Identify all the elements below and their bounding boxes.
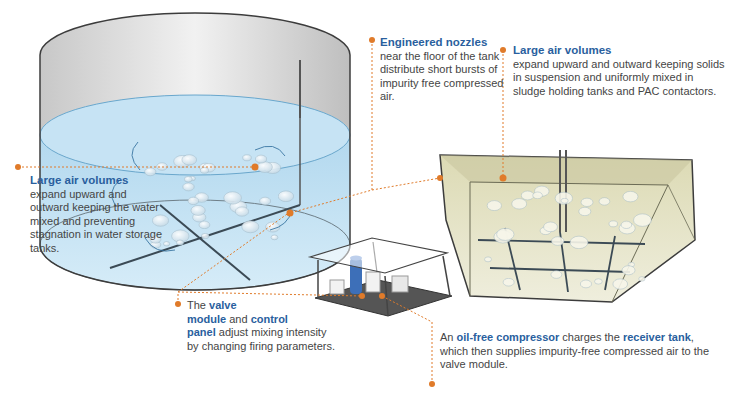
callout-heading: oil-free compressor — [457, 331, 560, 343]
callout: Large air volumesexpand upward and outwa… — [513, 44, 725, 98]
leader-dots — [15, 37, 507, 387]
callout: An oil-free compressorcharges the receiver… — [440, 331, 722, 372]
callout-text: near the floor of the tank distribute sh… — [380, 50, 504, 103]
callout-text: An — [440, 331, 453, 343]
callout-text: expand upward and outward keeping the wa… — [30, 188, 162, 254]
water-storage-tank — [40, 13, 350, 290]
callout-heading: Engineered nozzles — [380, 36, 508, 50]
callout-text: expand upward and outward keeping solids… — [513, 58, 725, 97]
callout-text: charges the — [562, 331, 619, 343]
callout: Thevalve moduleandcontrol paneladjust mi… — [187, 299, 335, 353]
leader-lines — [22, 44, 503, 380]
callout-heading: Large air volumes — [30, 174, 168, 188]
valve-module — [310, 238, 452, 316]
sludge-holding-tank — [440, 150, 695, 302]
callout: Engineered nozzlesnear the floor of the … — [380, 36, 508, 104]
callout-heading: receiver tank — [623, 331, 691, 343]
callout-text: and — [229, 313, 247, 325]
callout-heading: Large air volumes — [513, 44, 725, 58]
callout-text: The — [187, 299, 206, 311]
callout: Large air volumesexpand upward and outwa… — [30, 174, 168, 255]
